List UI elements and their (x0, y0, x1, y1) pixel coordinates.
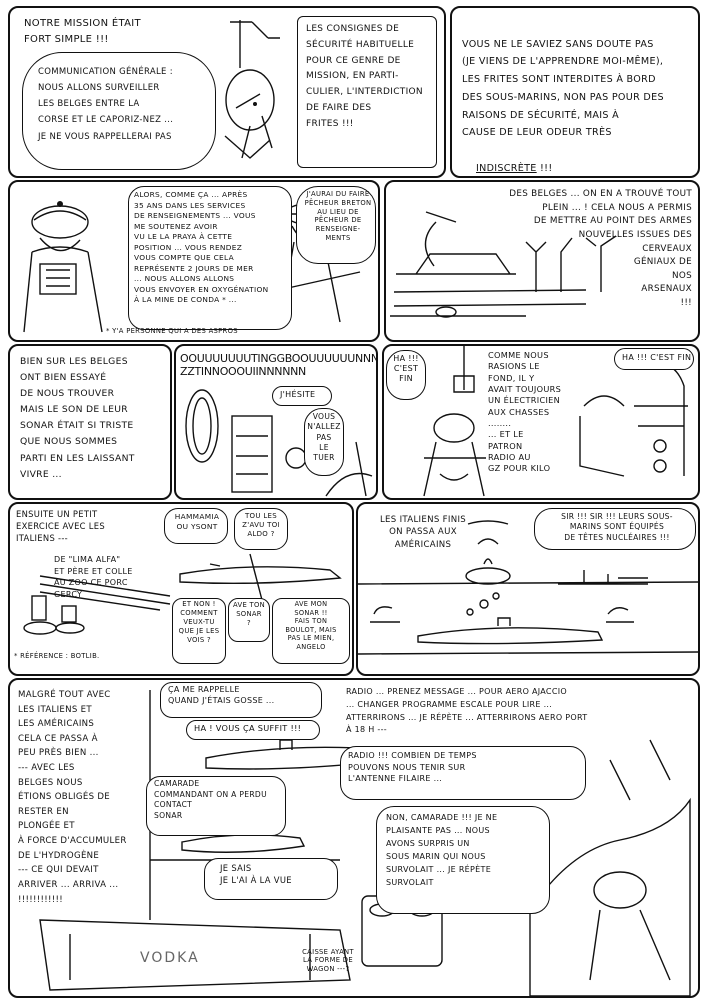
narration-electricien: COMME NOUS RASIONS LE FOND, IL Y AVAIT T… (488, 350, 562, 474)
speech-bubble-et-non (172, 598, 226, 664)
periscope-rat-drawing (224, 20, 280, 159)
speech-hammamia: HAMMAMIA OU YSONT (174, 512, 220, 531)
emphasis-indiscrete: INDISCRÈTE (476, 162, 537, 174)
narration-mission: NOTRE MISSION ÉTAIT FORT SIMPLE !!! (24, 18, 141, 45)
speech-bubble-suffit (186, 720, 320, 740)
panel-7: HA !!! C'EST FIN COMME NOUS RASIONS LE F… (382, 344, 700, 500)
speech-bubble-consignes (297, 16, 437, 168)
speech-bubble-aveton (228, 598, 270, 642)
speech-bubble-ha-cest-fin (386, 350, 426, 400)
sonar-room-drawing (185, 389, 373, 497)
narration-sonar-belges: BIEN SUR LES BELGES ONT BIEN ESSAYÉ DE N… (20, 356, 135, 480)
speech-radio: RADIO !!! COMBIEN DE TEMPS POUVONS NOUS … (348, 751, 477, 784)
speech-et-non: ET NON ! COMMENT VEUX-TU QUE JE LES VOIS… (178, 600, 220, 644)
narration-hydrogene: MALGRÉ TOUT AVEC LES ITALIENS ET LES AMÉ… (18, 690, 127, 905)
speech-bubble-camarade (146, 776, 286, 836)
speech-bubble-officer (128, 186, 292, 330)
speech-bubble-rappelle (160, 682, 322, 718)
speech-tuer: VOUS N'ALLEZ PAS LE TUER (307, 412, 341, 462)
panel-1: NOTRE MISSION ÉTAIT FORT SIMPLE !!! COMM… (8, 6, 446, 178)
speech-suffit: HA ! VOUS ÇA SUFFIT !!! (194, 723, 302, 733)
speech-aldo: TOU LES Z'AVU TOI ALDO ? (242, 512, 280, 539)
panel-10: MALGRÉ TOUT AVEC LES ITALIENS ET LES AMÉ… (8, 678, 700, 998)
panel-8: ENSUITE UN PETIT EXERCICE AVEC LES ITALI… (8, 502, 354, 676)
narration-frites: VOUS NE LE SAVIEZ SANS DOUTE PAS (JE VIE… (462, 18, 694, 176)
footnote-botlib: * RÉFÉRENCE : BOTLIB. (14, 652, 100, 660)
narration-arsenaux: DES BELGES ... ON EN A TROUVÉ TOUT PLEIN… (509, 189, 692, 308)
panel-3: ALORS, COMME ÇA ... APRÈS 35 ANS DANS LE… (8, 180, 380, 342)
caption-caisse: CAISSE AYANT LA FORME DE WAGON ---? (302, 948, 354, 973)
sound-effect-sonar: OOUUUUUUUTINGGBOOUUUUUUNNN ZZTINNOOOUIIN… (180, 352, 378, 379)
panel-4: DES BELGES ... ON EN A TROUVÉ TOUT PLEIN… (384, 180, 700, 342)
speech-communication: COMMUNICATION GÉNÉRALE : NOUS ALLONS SUR… (38, 67, 174, 142)
speech-bubble-hammamia (164, 508, 228, 544)
speech-bubble-jesais (204, 858, 338, 900)
speech-bubble-sailor (296, 186, 376, 264)
speech-camarade: CAMARADE COMMANDANT ON A PERDU CONTACT S… (154, 779, 267, 820)
speech-consignes: LES CONSIGNES DE SÉCURITÉ HABITUELLE POU… (306, 24, 423, 129)
speech-jesais: JE SAIS JE L'AI À LA VUE (220, 863, 292, 886)
emphasis-suffix: !!! (536, 162, 553, 174)
narration-americains: LES ITALIENS FINIS ON PASSA AUX AMÉRICAI… (379, 515, 467, 550)
radio-message: RADIO ... PRENEZ MESSAGE ... POUR AERO A… (346, 687, 588, 735)
panel-6: OOUUUUUUUTINGGBOOUUUUUUNNN ZZTINNOOOUIIN… (174, 344, 378, 500)
speech-rappelle: ÇA ME RAPPELLE QUAND J'ÉTAIS GOSSE ... (168, 685, 275, 705)
speech-officer: ALORS, COMME ÇA ... APRÈS 35 ANS DANS LE… (134, 190, 269, 305)
crate-label-vodka: VODKA (140, 950, 200, 966)
american-fleet-drawing (358, 520, 698, 655)
panel-2: VOUS NE LE SAVIEZ SANS DOUTE PAS (JE VIE… (450, 6, 700, 178)
arsenal-weapons-drawing (390, 211, 617, 318)
narration-italiens: ENSUITE UN PETIT EXERCICE AVEC LES ITALI… (16, 509, 105, 544)
panel-5: BIEN SUR LES BELGES ONT BIEN ESSAYÉ DE N… (8, 344, 172, 500)
speech-bubble-non-camarade (376, 806, 550, 914)
speech-ha-cest-fin: HA !!! C'EST FIN (393, 354, 419, 383)
speech-bubble-tuer (304, 408, 344, 476)
speech-bubble-aldo (234, 508, 288, 550)
speech-sir: SIR !!! SIR !!! LEURS SOUS- MARINS SONT … (561, 512, 673, 542)
speech-bubble-avemon (272, 598, 350, 664)
narration-frites-text: VOUS NE LE SAVIEZ SANS DOUTE PAS (JE VIE… (462, 38, 664, 139)
speech-avemon: AVE MON SONAR !! FAIS TON BOULOT, MAIS P… (285, 600, 337, 651)
speech-cest-fin-right: HA !!! C'EST FIN (622, 353, 692, 362)
speech-aveton: AVE TON SONAR ? (232, 601, 265, 627)
speech-sailor: J'AURAI DU FAIRE PÊCHEUR BRETON AU LIEU … (304, 190, 372, 243)
speech-hesite: J'HÉSITE (280, 390, 316, 399)
speech-bubble-cest-fin-right (614, 348, 694, 370)
speech-bubble-radio (340, 746, 586, 800)
panel-9: LES ITALIENS FINIS ON PASSA AUX AMÉRICAI… (356, 502, 700, 676)
italian-plane-and-buoy-drawing (23, 553, 342, 635)
footnote-aspros: * Y'A PERSONNE QUI A DES ASPROS (106, 327, 238, 335)
speech-non-camarade: NON, CAMARADE !!! JE NE PLAISANTE PAS ..… (386, 813, 498, 887)
speech-bubble-communication (22, 52, 216, 170)
speech-bubble-hesite (272, 386, 332, 406)
song-lima-alfa: DE "LIMA ALFA" ET PÈRE ET COLLE AU ZOO C… (54, 555, 133, 599)
speech-bubble-sir (534, 508, 696, 550)
